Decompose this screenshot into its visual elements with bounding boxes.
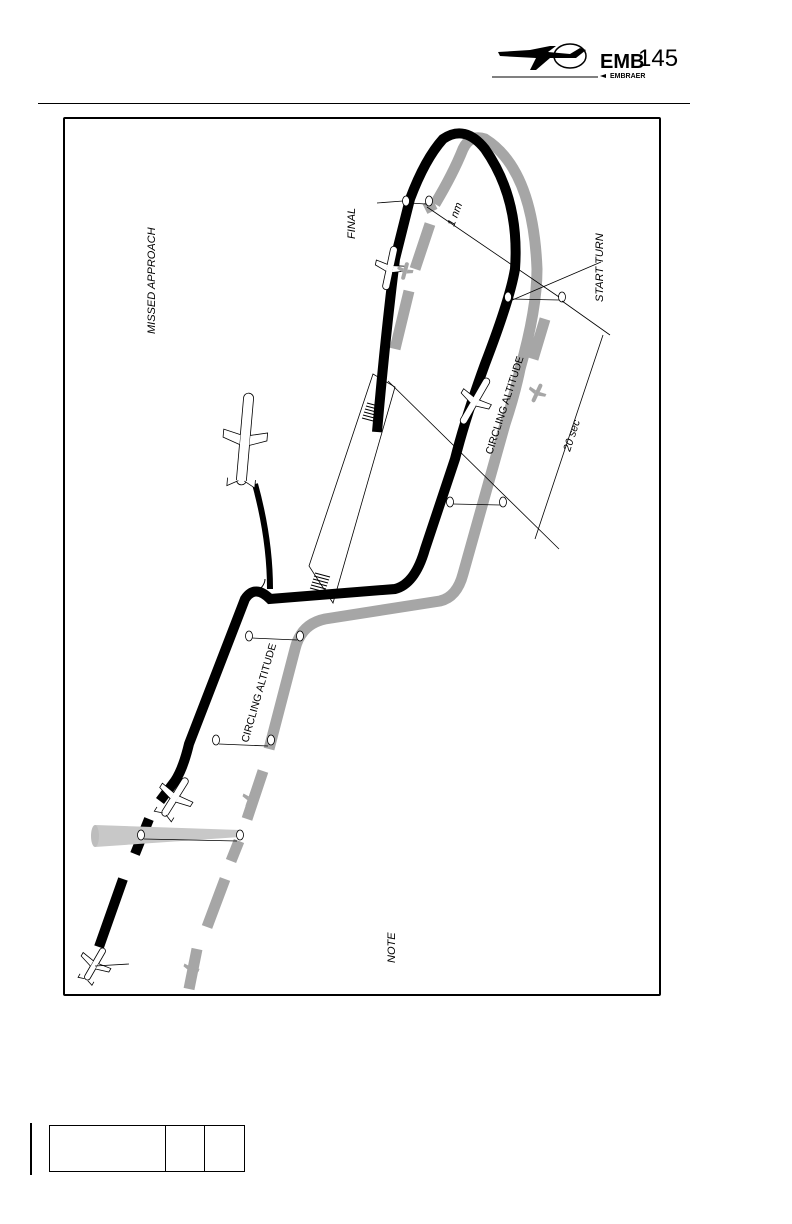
footer-cell-divider: [204, 1126, 205, 1171]
aircraft-icon: [371, 243, 409, 292]
embraer-logo: EMB 145 EMBRAER: [490, 40, 680, 86]
aircraft-icon: [219, 391, 271, 488]
light-beam: [91, 825, 240, 847]
shadow-track: [189, 138, 545, 989]
missed-approach-path: [255, 484, 270, 589]
final-label: FINAL: [346, 208, 358, 239]
revision-bar: [30, 1123, 32, 1175]
aircraft-icons: [71, 243, 502, 989]
circling-approach-diagram: MISSED APPROACH FINAL 1 nm START TURN CI…: [63, 117, 661, 996]
header-rule: [38, 103, 690, 104]
footer-table: [49, 1125, 245, 1172]
logo-model-number: 145: [638, 45, 678, 72]
footer-cell-divider: [165, 1126, 166, 1171]
one-nm-label: 1 nm: [446, 201, 466, 228]
missed-approach-label: MISSED APPROACH: [146, 227, 158, 334]
primary-track: [99, 133, 516, 947]
logo-brand: EMBRAER: [610, 73, 645, 80]
start-turn-label: START TURN: [594, 233, 606, 302]
twenty-sec-label: 20 sec: [561, 418, 583, 454]
diagram-canvas: MISSED APPROACH FINAL 1 nm START TURN CI…: [65, 119, 663, 998]
aircraft-logo-icon: EMB 145 EMBRAER: [490, 40, 680, 86]
note-label: NOTE: [386, 932, 398, 963]
